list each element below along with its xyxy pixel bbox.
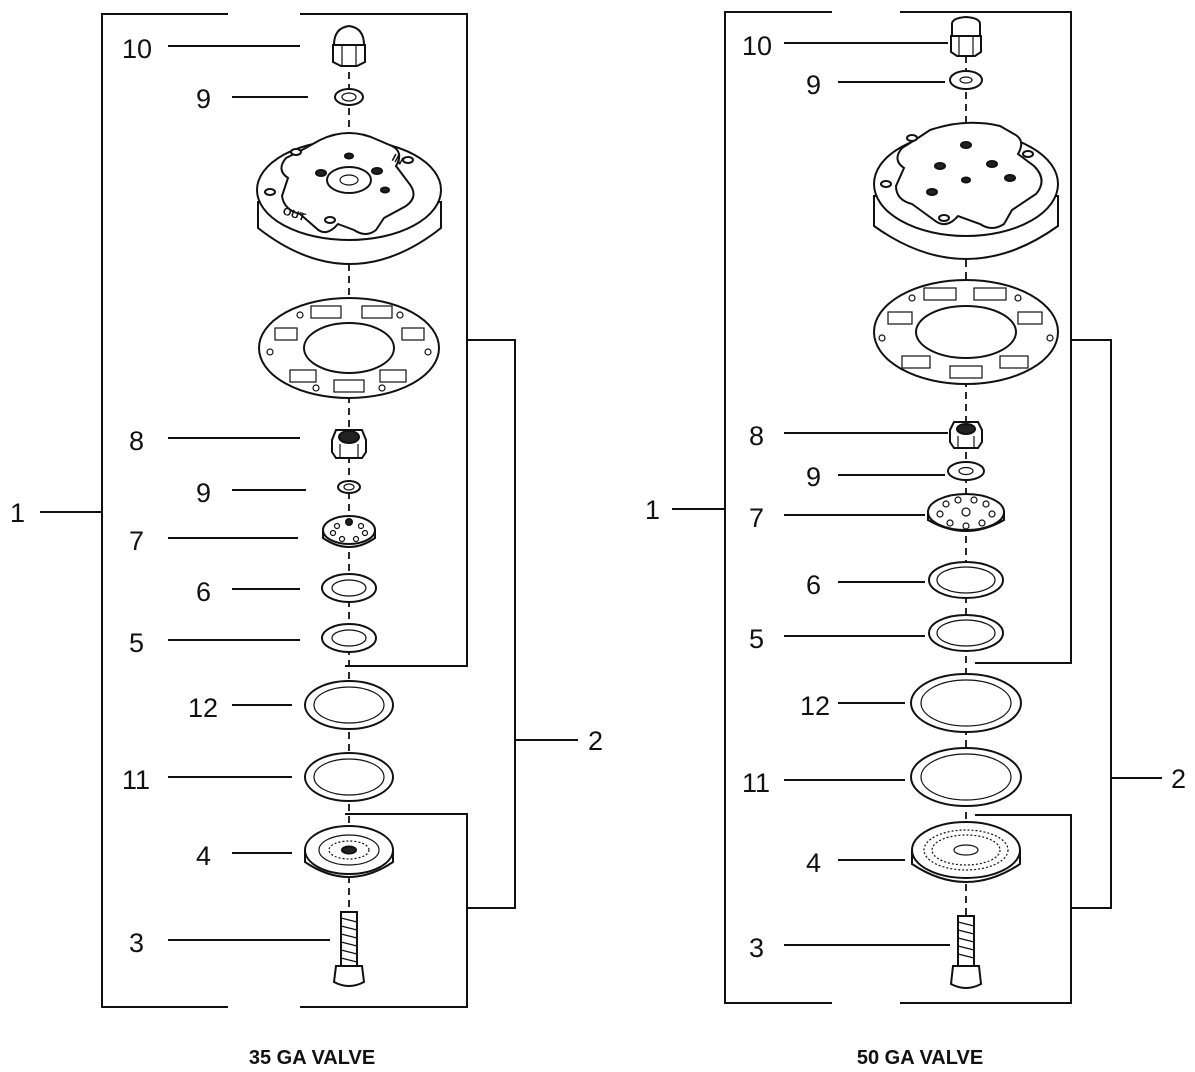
callout-8: 8 [129,426,144,456]
subassembly-label: 2 [1171,764,1186,794]
subassembly-bracket [1071,339,1112,909]
seal-ring-5 [321,623,377,653]
washer-top [949,70,983,90]
washer-lower [337,480,361,494]
valve-disc [927,493,1005,532]
callout-7: 7 [749,503,764,533]
inlet-marking: IN [390,152,405,168]
washer-lower-hole [958,466,974,476]
callout-11: 11 [122,765,150,795]
diagram-35ga: 1 2 [10,13,603,1069]
hex-nut [331,429,367,459]
washer-top-hole [959,76,973,84]
acorn-nut [332,24,366,67]
subassembly-label: 2 [588,726,603,756]
callout-9-lower: 9 [196,478,211,508]
callout-9-top: 9 [806,70,821,100]
subassembly-bracket [467,339,516,909]
callout-3: 3 [749,933,764,963]
callout-9-lower: 9 [806,462,821,492]
gasket-plate [873,279,1059,385]
gasket-plate [258,297,440,399]
callout-10: 10 [742,31,772,61]
callout-4: 4 [196,841,211,871]
valve-seat [911,821,1021,883]
valve-housing [873,121,1059,260]
diagram-50ga: 1 2 [645,11,1186,1069]
bolt [949,915,983,989]
gasket-ring-11 [910,747,1022,807]
gasket-ring-12 [910,673,1022,733]
gasket-ring-12 [304,680,394,730]
washer-top [334,88,364,106]
diagram-caption: 35 GA VALVE [249,1047,375,1069]
assembly-label: 1 [645,495,660,525]
bolt [332,911,366,987]
callout-3: 3 [129,928,144,958]
callout-4: 4 [806,848,821,878]
callout-8: 8 [749,421,764,451]
washer-lower [947,461,985,481]
valve-seat [304,825,394,878]
callout-5: 5 [129,628,144,658]
seal-ring-6 [928,561,1004,599]
hex-nut [949,421,983,449]
callout-6: 6 [806,570,821,600]
callout-7: 7 [129,526,144,556]
callout-11: 11 [742,768,770,798]
callout-12: 12 [800,691,830,721]
callout-5: 5 [749,624,764,654]
seal-ring-6 [321,573,377,603]
callout-10: 10 [122,34,152,64]
diagram-caption: 50 GA VALVE [857,1047,983,1069]
callout-12: 12 [188,693,218,723]
callout-6: 6 [196,577,211,607]
gasket-ring-11 [304,752,394,802]
assembly-label: 1 [10,498,25,528]
washer-top-hole [341,92,357,102]
washer-lower-hole [343,483,355,491]
valve-housing: IN OUT [256,132,442,265]
valve-disc [322,515,376,548]
callout-9-top: 9 [196,84,211,114]
cap-nut [950,15,982,57]
seal-ring-5 [928,614,1004,652]
